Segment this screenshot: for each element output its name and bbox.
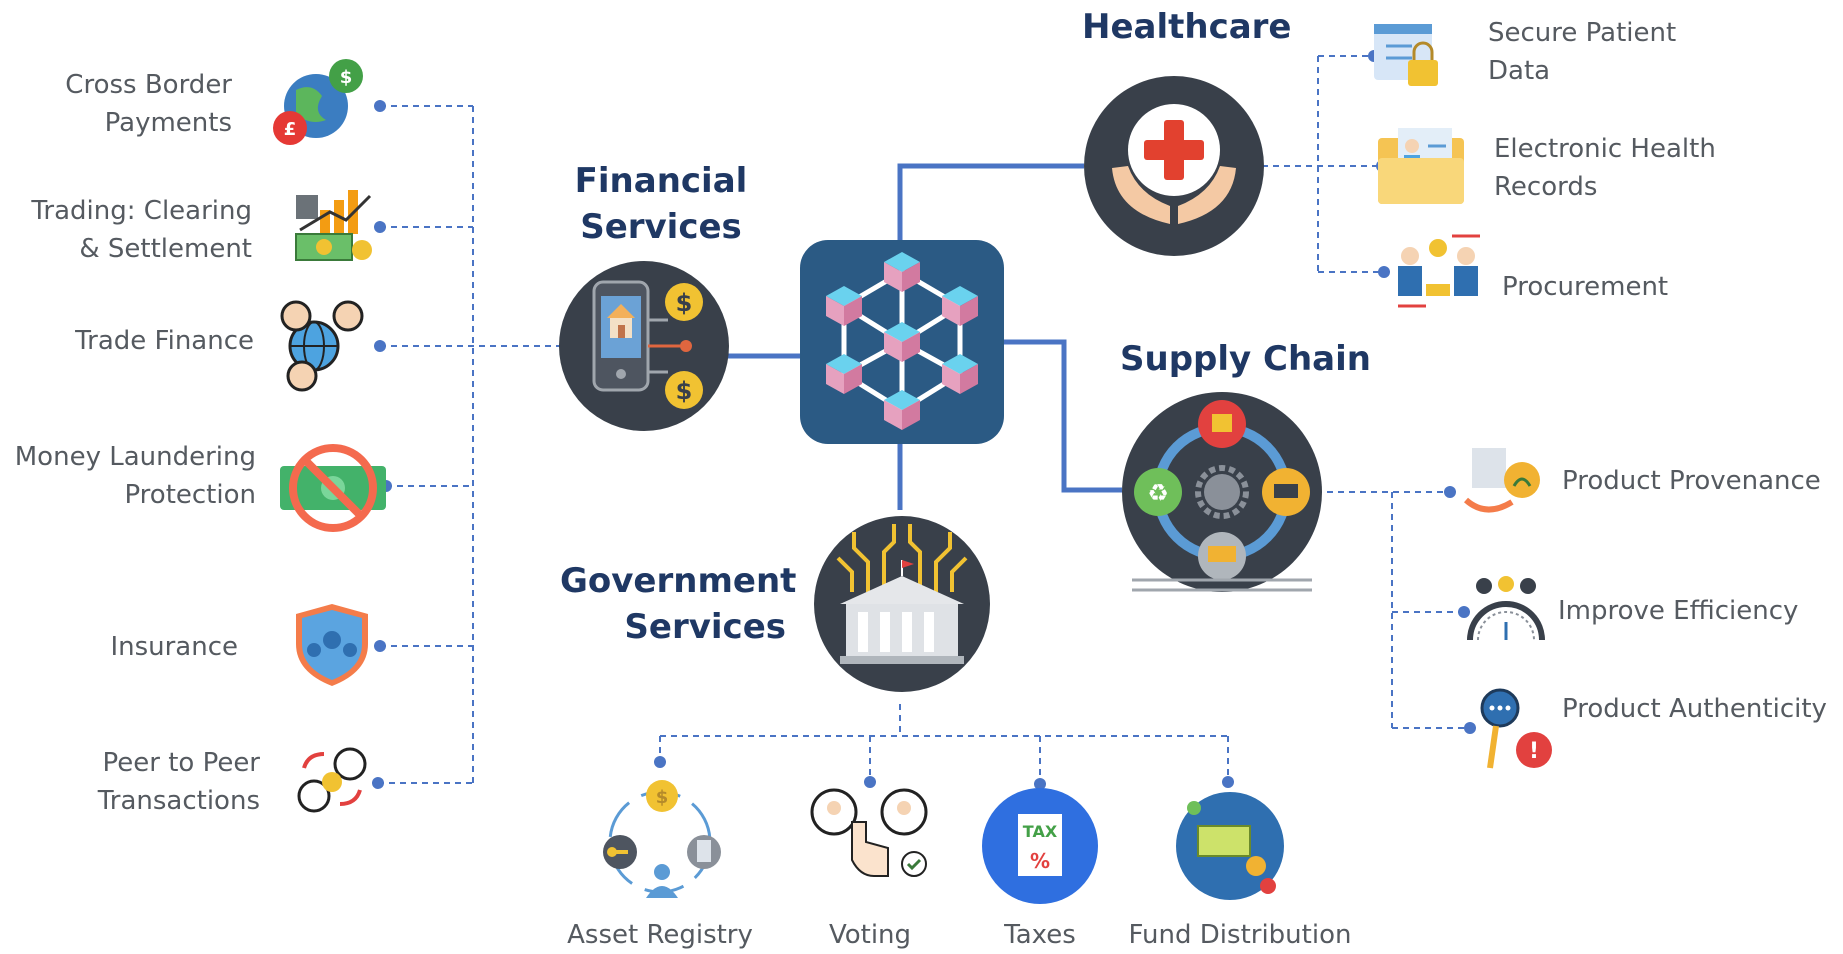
item-line1: Electronic Health xyxy=(1494,134,1716,164)
item-line1: Money Laundering xyxy=(14,442,256,472)
money-laundering-protection-label: Money Laundering Protection xyxy=(6,438,256,514)
supply-cycle-icon: ♻ xyxy=(1122,392,1322,592)
blockchain-network-icon xyxy=(800,240,1004,444)
item-line1: Procurement xyxy=(1502,272,1669,302)
item-line1: Trade Finance xyxy=(75,326,254,356)
item-line2: Payments xyxy=(104,108,232,138)
svg-text:$: $ xyxy=(340,67,353,88)
global-trade-icon xyxy=(280,300,364,392)
authenticity-check-icon: ! xyxy=(1480,688,1552,769)
item-line2: Protection xyxy=(124,480,256,510)
item-line1: Insurance xyxy=(110,632,238,662)
product-provenance-label: Product Provenance xyxy=(1562,466,1821,496)
tax-receipt-icon: TAX % xyxy=(982,788,1098,904)
product-authenticity-label: Product Authenticity xyxy=(1562,694,1827,724)
supply-chain-title: Supply Chain xyxy=(1120,339,1371,379)
fund-distribution-icon xyxy=(1176,792,1284,900)
insurance-label: Insurance xyxy=(20,628,238,666)
cross-border-payments-label: Cross Border Payments xyxy=(20,66,232,142)
dashed-connectors xyxy=(378,55,1470,784)
solid-connectors xyxy=(720,163,1122,510)
digital-government-building-icon xyxy=(814,516,990,692)
business-deal-icon xyxy=(1398,234,1480,308)
svg-text:$: $ xyxy=(676,289,693,317)
svg-text:♻: ♻ xyxy=(1147,479,1169,507)
trade-finance-label: Trade Finance xyxy=(20,322,254,360)
item-line1: Secure Patient xyxy=(1488,18,1677,48)
patient-folder-icon xyxy=(1378,128,1464,204)
financial-title-line1: Financial xyxy=(574,161,748,201)
item-line1: Peer to Peer xyxy=(102,748,261,778)
asset-registry-label: Asset Registry xyxy=(567,920,753,950)
locked-records-icon xyxy=(1374,24,1438,86)
procurement-label: Procurement xyxy=(1502,268,1668,306)
item-line2: Data xyxy=(1488,56,1551,86)
p2p-exchange-icon xyxy=(297,747,367,813)
fund-distribution-label: Fund Distribution xyxy=(1128,920,1352,950)
svg-text:$: $ xyxy=(656,787,669,808)
mobile-banking-icon: $ $ xyxy=(559,261,729,431)
item-line2: Transactions xyxy=(97,786,260,816)
svg-text:£: £ xyxy=(284,119,297,140)
trading-clearing-settlement-label: Trading: Clearing & Settlement xyxy=(20,192,252,268)
hands-medical-cross-icon xyxy=(1084,76,1264,256)
efficiency-gauge-icon xyxy=(1467,576,1545,641)
item-line2: & Settlement xyxy=(79,234,252,264)
taxes-label: Taxes xyxy=(1004,920,1076,950)
svg-text:TAX: TAX xyxy=(1023,822,1058,841)
improve-efficiency-label: Improve Efficiency xyxy=(1558,596,1799,626)
healthcare-title: Healthcare xyxy=(1082,7,1292,47)
svg-text:$: $ xyxy=(676,377,693,405)
asset-registry-icon: $ xyxy=(603,780,721,898)
peer-to-peer-transactions-label: Peer to Peer Transactions xyxy=(20,744,260,820)
financial-services-title: Financial Services xyxy=(566,158,756,250)
family-shield-icon xyxy=(296,604,368,686)
voting-label: Voting xyxy=(828,920,912,950)
financial-title-line2: Services xyxy=(580,207,742,247)
secure-patient-data-label: Secure Patient Data xyxy=(1488,14,1676,90)
trading-chart-money-icon xyxy=(295,190,372,261)
voting-hand-icon xyxy=(810,788,928,877)
government-title-line1: Government xyxy=(560,561,797,601)
electronic-health-records-label: Electronic Health Records xyxy=(1494,130,1716,206)
svg-text:%: % xyxy=(1030,849,1050,873)
government-services-title: Government Services xyxy=(560,558,797,650)
item-line2: Records xyxy=(1494,172,1598,202)
currency-globe-icon: $ £ xyxy=(273,59,363,145)
no-cash-icon xyxy=(280,444,386,532)
government-title-line2: Services xyxy=(624,607,786,647)
item-line1: Cross Border xyxy=(65,70,232,100)
product-origin-icon xyxy=(1463,448,1540,513)
svg-text:!: ! xyxy=(1529,739,1539,764)
item-line1: Trading: Clearing xyxy=(31,196,252,226)
